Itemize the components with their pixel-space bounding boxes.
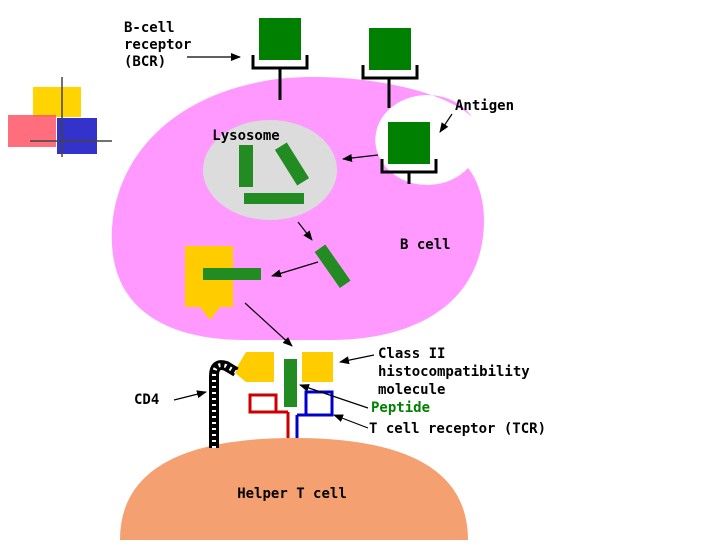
peptide-fragment (274, 142, 310, 186)
bcr-top-right (361, 28, 419, 108)
cd4-pattern (212, 363, 238, 448)
mhc-loading (185, 246, 261, 320)
mhc-surface (234, 352, 333, 407)
logo-blue-square (57, 118, 97, 154)
mhc-alpha (234, 352, 274, 382)
helper-t-cell-label: Helper T cell (237, 486, 347, 502)
helper-t-cell: Helper T cell (120, 438, 468, 540)
arrow-peptide (299, 384, 369, 409)
label-mhc-line1: Class II (378, 346, 445, 362)
arrow-cd4 (173, 390, 207, 401)
arrows (173, 53, 453, 429)
logo-yellow-square (33, 87, 81, 117)
label-peptide: Peptide (371, 400, 430, 416)
lysosome-fragments (239, 142, 310, 204)
antigen (388, 122, 430, 164)
mhc-internal (185, 246, 233, 320)
peptide-loaded (203, 268, 261, 280)
helper-t-cell-body (120, 438, 468, 540)
bcr-internalizing (380, 122, 438, 184)
cd4-molecule (209, 360, 239, 448)
cd4 (209, 360, 239, 448)
tcr-beta-chain (304, 390, 334, 417)
bcr-top-left (251, 18, 309, 100)
logo-red-square (8, 115, 56, 147)
peptide-fragment (239, 145, 253, 187)
label-mhc-line3: molecule (378, 382, 445, 398)
label-cd4: CD4 (134, 392, 159, 408)
label-b-cell: B cell (400, 237, 451, 253)
peptide-fragment-free (314, 244, 351, 289)
arrow-to-lysosome (342, 154, 379, 162)
lysosome-label: Lysosome (212, 128, 279, 144)
label-bcr-line1: B-cell (124, 20, 175, 36)
peptide-presented (284, 359, 297, 407)
label-bcr-line2: receptor (124, 37, 191, 53)
arrow-to-mhc (271, 261, 319, 278)
antigen (369, 28, 411, 70)
arrow-mhc (339, 354, 375, 365)
arrow-to-surface (244, 302, 293, 347)
arrow-antigen (439, 113, 453, 133)
label-tcr: T cell receptor (TCR) (369, 421, 546, 437)
slide-logo (8, 77, 112, 157)
label-bcr-line3: (BCR) (124, 54, 166, 70)
arrow-tcr (333, 414, 369, 429)
arrow-fragment-out (297, 221, 313, 241)
label-antigen: Antigen (455, 98, 514, 114)
label-mhc-line2: histocompatibility (378, 364, 530, 380)
antigen (259, 18, 301, 60)
tcr (248, 390, 334, 438)
tcr-alpha-chain (248, 393, 278, 414)
peptide-fragment (244, 193, 304, 204)
mhc-beta (302, 352, 333, 382)
